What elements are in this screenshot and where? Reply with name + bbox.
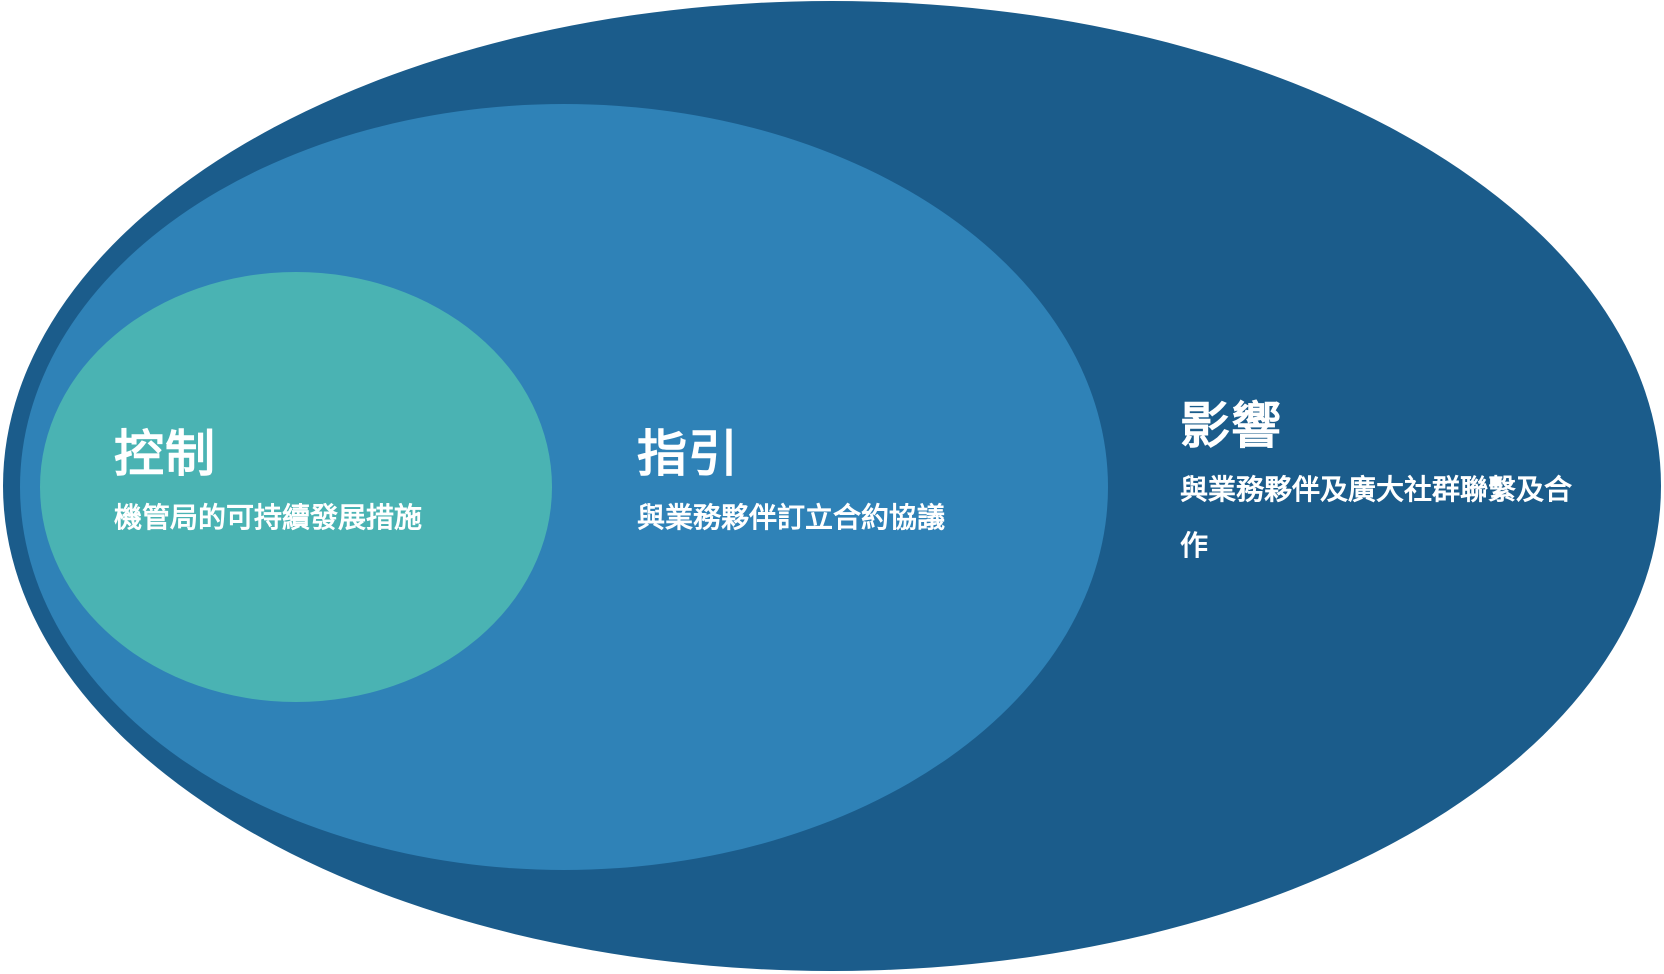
guide-description: 與業務夥伴訂立合約協議	[637, 501, 946, 534]
control-description: 機管局的可持續發展措施	[114, 501, 423, 534]
guide-title: 指引	[637, 425, 739, 483]
control-title: 控制	[114, 425, 216, 483]
influence-description: 與業務夥伴及廣大社群聯繫及合作	[1180, 473, 1573, 562]
control-ellipse	[40, 272, 552, 702]
influence-label: 影響 與業務夥伴及廣大社群聯繫及合作	[1180, 396, 1580, 574]
influence-title: 影響	[1180, 397, 1282, 455]
control-label: 控制 機管局的可持續發展措施	[114, 424, 554, 546]
guide-label: 指引 與業務夥伴訂立合約協議	[637, 424, 1077, 546]
